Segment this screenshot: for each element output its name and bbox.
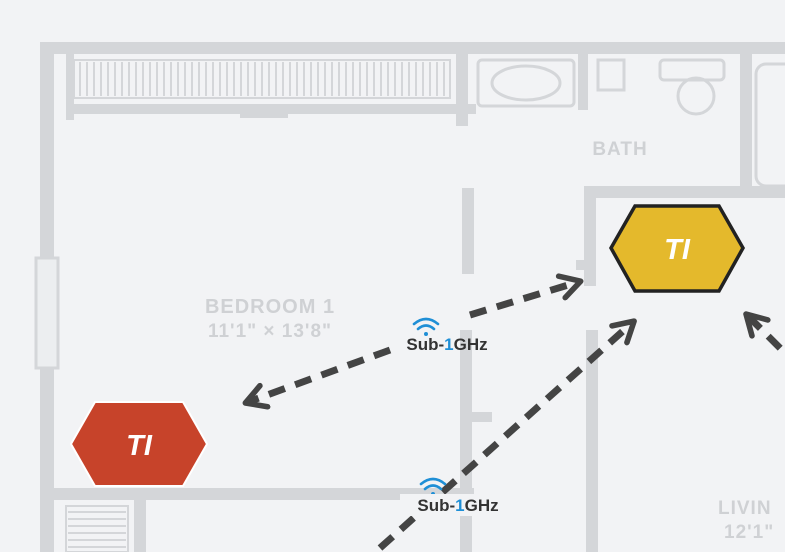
wall-lower-closet-top bbox=[54, 488, 474, 500]
rf-label-backdrop bbox=[400, 494, 516, 516]
toilet-tank bbox=[658, 58, 726, 82]
bath-vanity bbox=[476, 58, 576, 108]
closet-door-stub bbox=[240, 104, 288, 118]
wall-bath-partition bbox=[578, 54, 588, 110]
rf-label-upper: Sub-1GHz bbox=[406, 317, 488, 354]
living-name-label: LIVIN bbox=[718, 498, 772, 519]
wifi-icon bbox=[412, 317, 440, 336]
wall-corridor-upper bbox=[584, 186, 596, 286]
link-arrow-to-left-node bbox=[242, 346, 392, 410]
wall-bath-bottom bbox=[584, 186, 785, 198]
link-arrow-to-right-node bbox=[468, 273, 584, 319]
wall-living-left bbox=[586, 330, 598, 552]
bedroom-name-label: BEDROOM 1 bbox=[205, 296, 335, 318]
link-arrow-offscreen-to-right-node bbox=[743, 311, 785, 358]
bathtub bbox=[754, 62, 785, 188]
bath-fixtures bbox=[476, 58, 785, 188]
ti-logo-text: TI bbox=[664, 234, 691, 266]
wall-lower-closet-divider bbox=[134, 500, 146, 552]
rf-band-label: Sub-1GHz bbox=[406, 335, 487, 354]
closet-shelving bbox=[65, 59, 451, 552]
wall-bath-right bbox=[740, 54, 752, 192]
bedroom-dims-label: 11'1" × 13'8" bbox=[208, 321, 332, 342]
toilet-bowl bbox=[676, 76, 716, 116]
living-dims-label: 12'1" bbox=[724, 522, 774, 543]
hexagon-shape bbox=[69, 401, 209, 487]
wall-bedroom-right-lower bbox=[460, 330, 472, 552]
wall-bedroom-right-upper bbox=[462, 188, 474, 274]
hexagon-shape bbox=[608, 204, 746, 293]
window-left bbox=[34, 256, 60, 370]
wall-corridor-stub bbox=[576, 260, 596, 270]
wall-bath-left bbox=[456, 54, 468, 126]
wall-hall-stub bbox=[470, 412, 492, 422]
wall-top bbox=[40, 42, 785, 54]
ti-node-left: TI bbox=[69, 401, 209, 487]
rf-band-label: Sub-1GHz bbox=[417, 496, 498, 515]
wall-bedroom-inner-left-stub bbox=[66, 54, 74, 120]
ti-logo-text: TI bbox=[126, 430, 153, 462]
bath-cabinet bbox=[596, 58, 626, 92]
bath-sink bbox=[490, 64, 562, 102]
ti-node-right: TI bbox=[608, 204, 746, 293]
bath-label: BATH bbox=[592, 139, 647, 160]
floorplan bbox=[34, 42, 785, 552]
rf-label-lower: Sub-1GHz bbox=[400, 477, 516, 516]
